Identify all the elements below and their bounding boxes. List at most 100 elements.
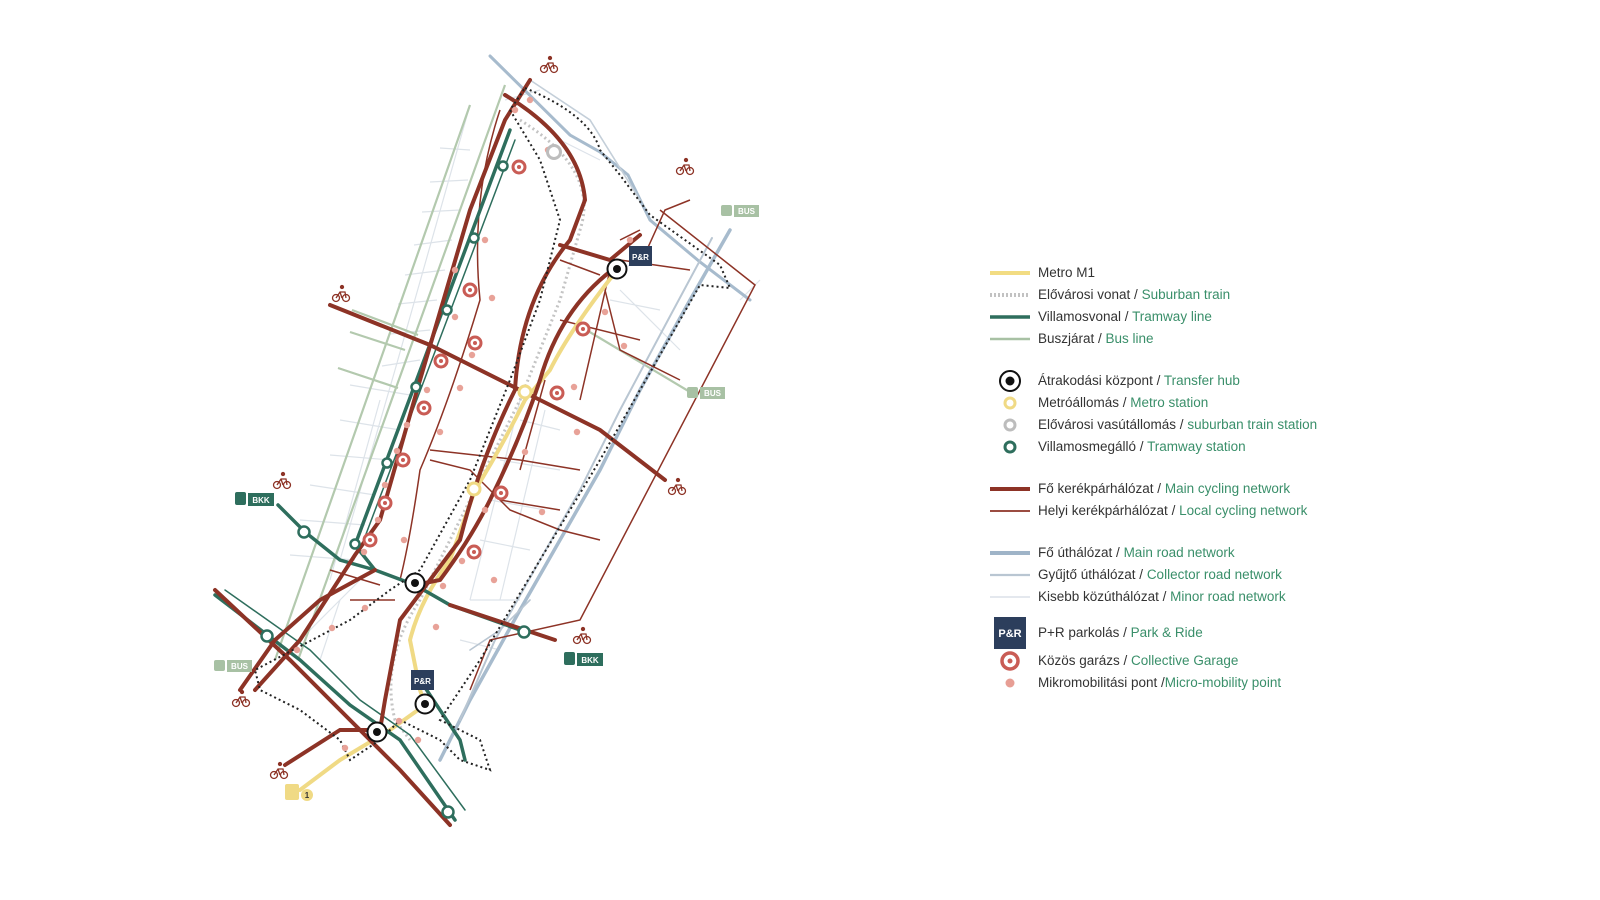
legend-label-en: suburban train station xyxy=(1187,417,1318,432)
legend-label-hu: Buszjárat / xyxy=(1038,331,1106,346)
bicycle-icon xyxy=(231,689,251,708)
bus-stop-badge: BUS xyxy=(214,660,252,672)
legend-item-transfer-hub: Átrakodási központ / Transfer hub xyxy=(990,370,1370,392)
legend-label-hu: Kisebb közúthálózat / xyxy=(1038,589,1171,604)
legend-label-en: Local cycling network xyxy=(1179,503,1308,518)
legend-label-en: Tramway line xyxy=(1132,309,1212,324)
legend-item-collector-road: Gyűjtő úthálózat / Collector road networ… xyxy=(990,564,1370,586)
svg-text:P&R: P&R xyxy=(632,253,649,262)
svg-text:BUS: BUS xyxy=(704,389,722,398)
legend-label-en: Tramway station xyxy=(1147,439,1246,454)
bkk-tram-badge: BKK xyxy=(564,652,603,666)
park-ride-badge: P&R xyxy=(629,246,652,266)
suburban-train-line-icon xyxy=(990,293,1030,297)
legend-item-collective-garage: Közös garázs / Collective Garage xyxy=(990,650,1370,672)
legend-label-en: Minor road network xyxy=(1170,589,1286,604)
bus-stop-badge: BUS xyxy=(721,205,759,217)
svg-text:BUS: BUS xyxy=(738,207,756,216)
micro-mobility-points xyxy=(293,96,634,752)
legend-label-hu: Elővárosi vonat / xyxy=(1038,287,1142,302)
legend-label-hu: Közös garázs / xyxy=(1038,653,1132,668)
bkk-tram-badge: BKK xyxy=(235,492,274,506)
legend-label-en: Transfer hub xyxy=(1163,373,1240,388)
suburban-station-icon xyxy=(1003,418,1017,432)
tram-stop-icon xyxy=(1003,440,1017,454)
svg-text:BKK: BKK xyxy=(581,656,599,665)
bicycle-icon xyxy=(667,477,687,496)
legend-item-minor-road: Kisebb közúthálózat / Minor road network xyxy=(990,586,1370,608)
legend-item-main-road: Fő úthálózat / Main road network xyxy=(990,542,1370,564)
legend-label-hu: P+R parkolás / xyxy=(1038,625,1131,640)
svg-text:P&R: P&R xyxy=(998,628,1021,640)
bicycle-icon xyxy=(331,284,351,303)
main-cycling-line-icon xyxy=(990,487,1030,491)
legend-item-park-ride: P&R P+R parkolás / Park & Ride xyxy=(990,616,1370,650)
legend-label-hu: Átrakodási központ / xyxy=(1038,373,1164,388)
legend-label-hu: Villamosvonal / xyxy=(1038,309,1133,324)
legend-label-en: Micro-mobility point xyxy=(1164,675,1282,690)
legend-item-tram-stop: Villamosmegálló / Tramway station xyxy=(990,436,1370,458)
map-legend: Metro M1 Elővárosi vonat / Suburban trai… xyxy=(990,262,1370,694)
bicycle-icon xyxy=(539,55,559,74)
collective-garage-icon xyxy=(1000,651,1020,671)
park-ride-icon: P&R xyxy=(994,617,1026,649)
transfer-hub-icon xyxy=(999,370,1021,392)
metro-station-icon xyxy=(1003,396,1017,410)
legend-label-en: Park & Ride xyxy=(1130,625,1203,640)
tram-stops xyxy=(260,160,531,819)
bicycle-icon xyxy=(272,471,292,490)
metro-stations xyxy=(466,384,533,497)
bus-line-icon xyxy=(990,337,1030,341)
suburban-train-station xyxy=(546,144,562,160)
collective-garage-centers xyxy=(368,165,585,554)
area-perimeter xyxy=(253,86,732,772)
bicycle-icon xyxy=(572,626,592,645)
local-cycling-line-icon xyxy=(990,510,1030,512)
legend-label-en: Main cycling network xyxy=(1164,481,1291,496)
legend-label-en: Collector road network xyxy=(1146,567,1282,582)
legend-label-en: Suburban train xyxy=(1141,287,1231,302)
svg-text:P&R: P&R xyxy=(414,677,431,686)
legend-item-bus-line: Buszjárat / Bus line xyxy=(990,328,1370,350)
bicycle-icon xyxy=(675,157,695,176)
collector-road-line-icon xyxy=(990,573,1030,577)
micro-mobility-icon xyxy=(1005,678,1015,688)
svg-text:1: 1 xyxy=(305,791,310,800)
legend-label-hu: Fő kerékpárhálózat / xyxy=(1038,481,1165,496)
metro-terminus-badge: 1 xyxy=(285,784,313,801)
suburban-train-line xyxy=(389,118,586,741)
legend-label-en: Metro station xyxy=(1130,395,1209,410)
metro-m1-line xyxy=(298,268,619,792)
legend-label-en: Collective Garage xyxy=(1131,653,1239,668)
tramway-line-icon xyxy=(990,315,1030,319)
bus-lines xyxy=(273,84,691,661)
transfer-hubs xyxy=(366,258,628,743)
legend-label-hu: Gyűjtő úthálózat / xyxy=(1038,567,1147,582)
svg-text:BKK: BKK xyxy=(252,496,270,505)
legend-label-en: Bus line xyxy=(1105,331,1154,346)
legend-item-main-cycling: Fő kerékpárhálózat / Main cycling networ… xyxy=(990,478,1370,500)
legend-label-hu: Villamosmegálló / xyxy=(1038,439,1148,454)
legend-label-hu: Helyi kerékpárhálózat / xyxy=(1038,503,1180,518)
collective-garages xyxy=(362,159,591,560)
legend-item-suburban-station: Elővárosi vasútállomás / suburban train … xyxy=(990,414,1370,436)
main-road-line-icon xyxy=(990,551,1030,555)
legend-item-metro-line: Metro M1 xyxy=(990,262,1370,284)
main-road-network xyxy=(438,54,752,762)
legend-label-hu: Elővárosi vasútállomás / xyxy=(1038,417,1188,432)
svg-text:BUS: BUS xyxy=(231,662,249,671)
legend-label-en: Main road network xyxy=(1123,545,1235,560)
metro-line-icon xyxy=(990,271,1030,275)
legend-label-hu: Metro M1 xyxy=(1038,265,1096,280)
legend-label-hu: Fő úthálózat / xyxy=(1038,545,1124,560)
legend-item-suburban-train: Elővárosi vonat / Suburban train xyxy=(990,284,1370,306)
legend-item-metro-station: Metróállomás / Metro station xyxy=(990,392,1370,414)
park-ride-badge: P&R xyxy=(411,670,434,690)
legend-item-tramway-line: Villamosvonal / Tramway line xyxy=(990,306,1370,328)
legend-item-local-cycling: Helyi kerékpárhálózat / Local cycling ne… xyxy=(990,500,1370,522)
legend-label-hu: Metróállomás / xyxy=(1038,395,1131,410)
legend-label-hu: Mikromobilitási pont / xyxy=(1038,675,1165,690)
local-cycling-network xyxy=(329,109,756,691)
transport-network-map: P&R P&R BUS BUS BUS BKK BKK 1 xyxy=(213,54,761,827)
legend-item-micro-mobility: Mikromobilitási pont /Micro-mobility poi… xyxy=(990,672,1370,694)
